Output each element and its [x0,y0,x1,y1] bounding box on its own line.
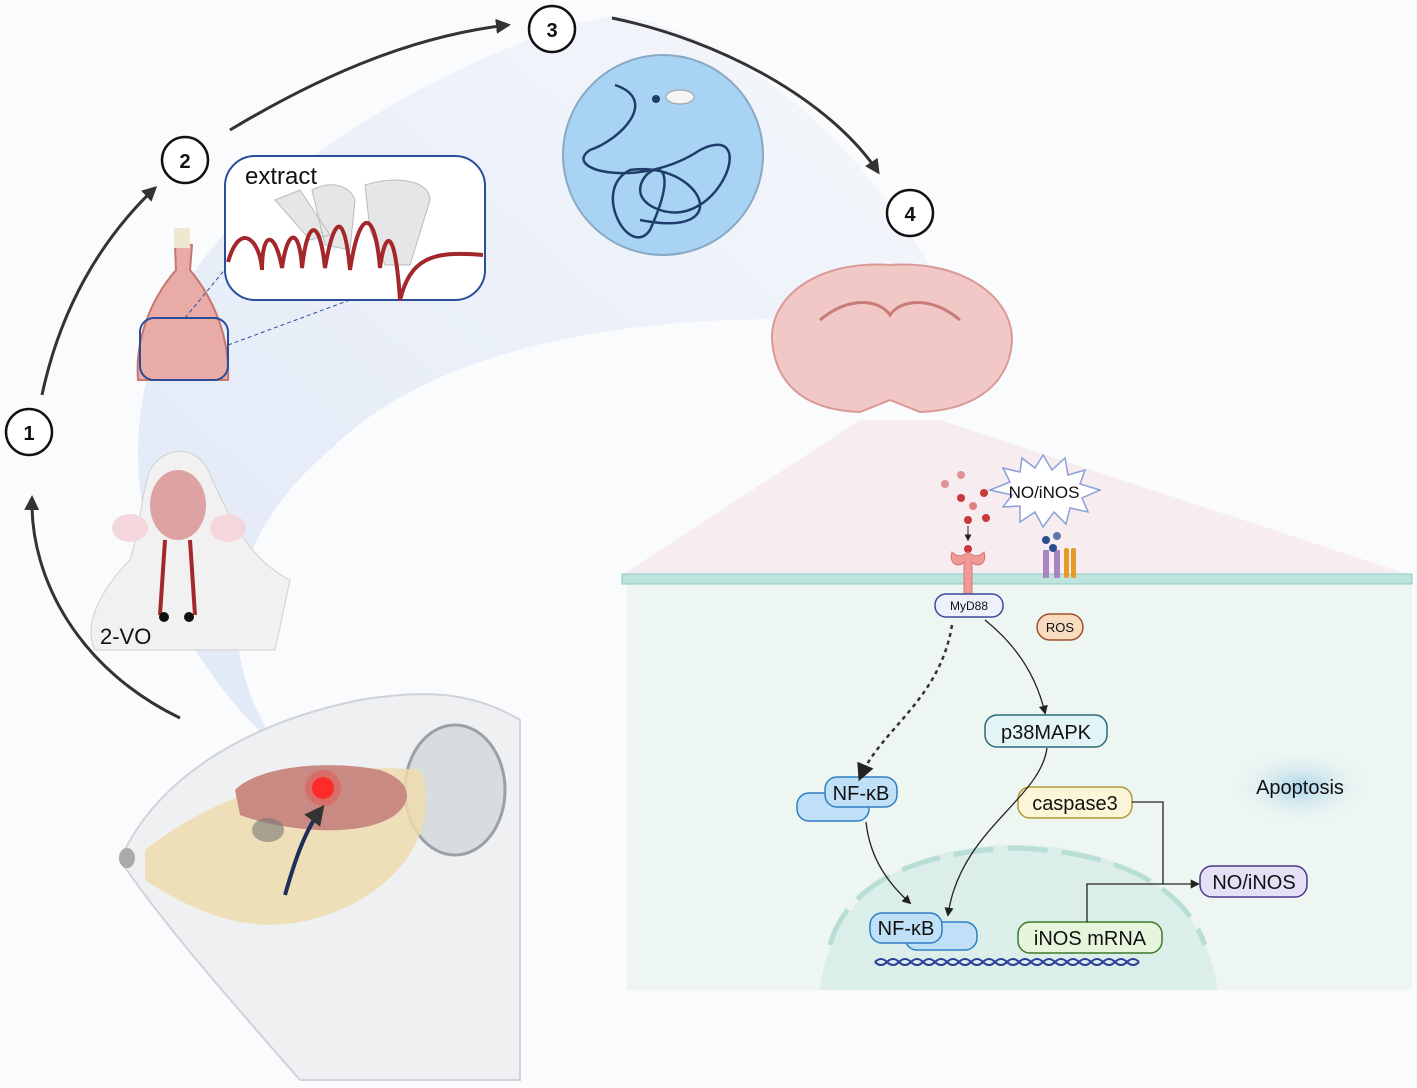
brain-coronal-section [770,263,1014,414]
no-inos-burst: NO/iNOS [987,453,1103,529]
caspase3-node: caspase3 [1017,786,1133,819]
nfkb-cytoplasm-label: NF-κB [833,783,890,805]
two-vo-label: 2-VO [100,624,151,649]
arrow-myd88-to-nfkb [857,624,954,782]
step-3-marker: 3 [527,4,577,54]
water-maze-illustration [562,54,764,256]
caspase3-label: caspase3 [1032,793,1118,815]
inos-mrna-label: iNOS mRNA [1034,928,1147,950]
myd88-node: MyD88 [934,593,1004,618]
tooth-extraction-inset: extract [224,155,486,301]
arrow-nfkb-translocation [865,821,912,905]
step-4-marker: 4 [885,188,935,238]
oral-cavity-illustration [136,228,351,381]
ligand-particles [941,471,990,553]
arrow-step1-to-step2 [40,185,158,396]
apoptosis-label: Apoptosis [1256,777,1344,799]
apoptosis-glow [1225,747,1375,827]
myd88-label: MyD88 [950,599,988,613]
extract-label: extract [245,163,317,190]
arrow-caspase3-to-no-inos [1132,801,1200,889]
p38mapk-label: p38MAPK [1001,722,1092,744]
no-inos-output-node: NO/iNOS [1199,865,1308,898]
nfkb-nucleus-label: NF-κB [878,918,935,940]
arrow-step2-to-step3 [229,18,511,132]
rat-2vo-illustration: 2-VO [90,450,291,651]
nfkb-nucleus-node: NF-κB [869,912,978,951]
arrow-myd88-to-p38mapk [984,619,1048,715]
ros-node: ROS [1036,613,1084,641]
step-2-label: 2 [179,151,190,173]
step-2-marker: 2 [160,135,210,185]
dna-strand [874,958,1140,966]
no-inos-burst-label: NO/iNOS [1009,483,1080,502]
p38mapk-node: p38MAPK [984,714,1108,748]
step-3-label: 3 [546,20,557,42]
tooth-to-brain-arrow [283,804,325,896]
arrow-p38-to-nucleus-nfkb [944,747,1048,917]
ros-label: ROS [1046,620,1075,635]
nfkb-cytoplasm-node: NF-κB [796,776,898,822]
step-1-marker: 1 [4,407,54,457]
no-inos-output-label: NO/iNOS [1212,872,1295,894]
ros-receptor [1042,532,1076,578]
step-4-label: 4 [904,204,916,226]
nuclear-envelope [827,845,1208,946]
cell-membrane [621,573,1413,585]
arrow-rat-to-step1 [24,495,181,720]
arrow-inos-mrna-to-no-inos [1086,883,1163,922]
rat-head-illustration [118,693,521,1081]
inos-mrna-node: iNOS mRNA [1017,921,1163,954]
arrow-step3-to-step4 [611,16,880,175]
tlr-receptor [950,551,986,596]
step-1-label: 1 [23,423,34,445]
